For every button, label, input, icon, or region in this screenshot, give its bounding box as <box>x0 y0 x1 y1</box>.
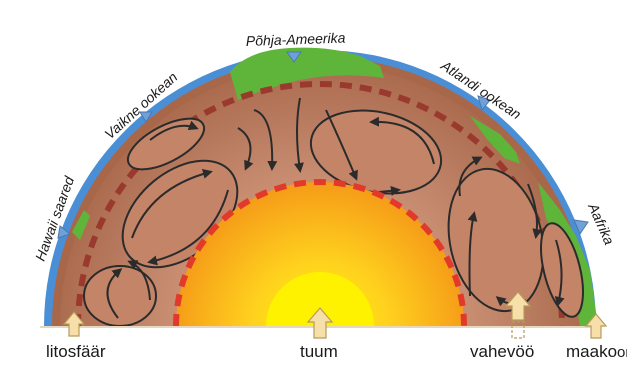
label-crust-suffix: or <box>617 344 627 361</box>
label-lithosphere: litosfäär <box>46 342 106 362</box>
label-crust: maakoor <box>566 342 627 362</box>
label-mantle: vahevöö <box>470 342 534 362</box>
label-core: tuum <box>300 342 338 362</box>
convection-cell-1 <box>84 266 156 326</box>
label-africa: Aafrika <box>585 200 618 247</box>
label-north-america: Põhja-Ameerika <box>246 30 346 49</box>
label-crust-prefix: maako <box>566 342 617 361</box>
